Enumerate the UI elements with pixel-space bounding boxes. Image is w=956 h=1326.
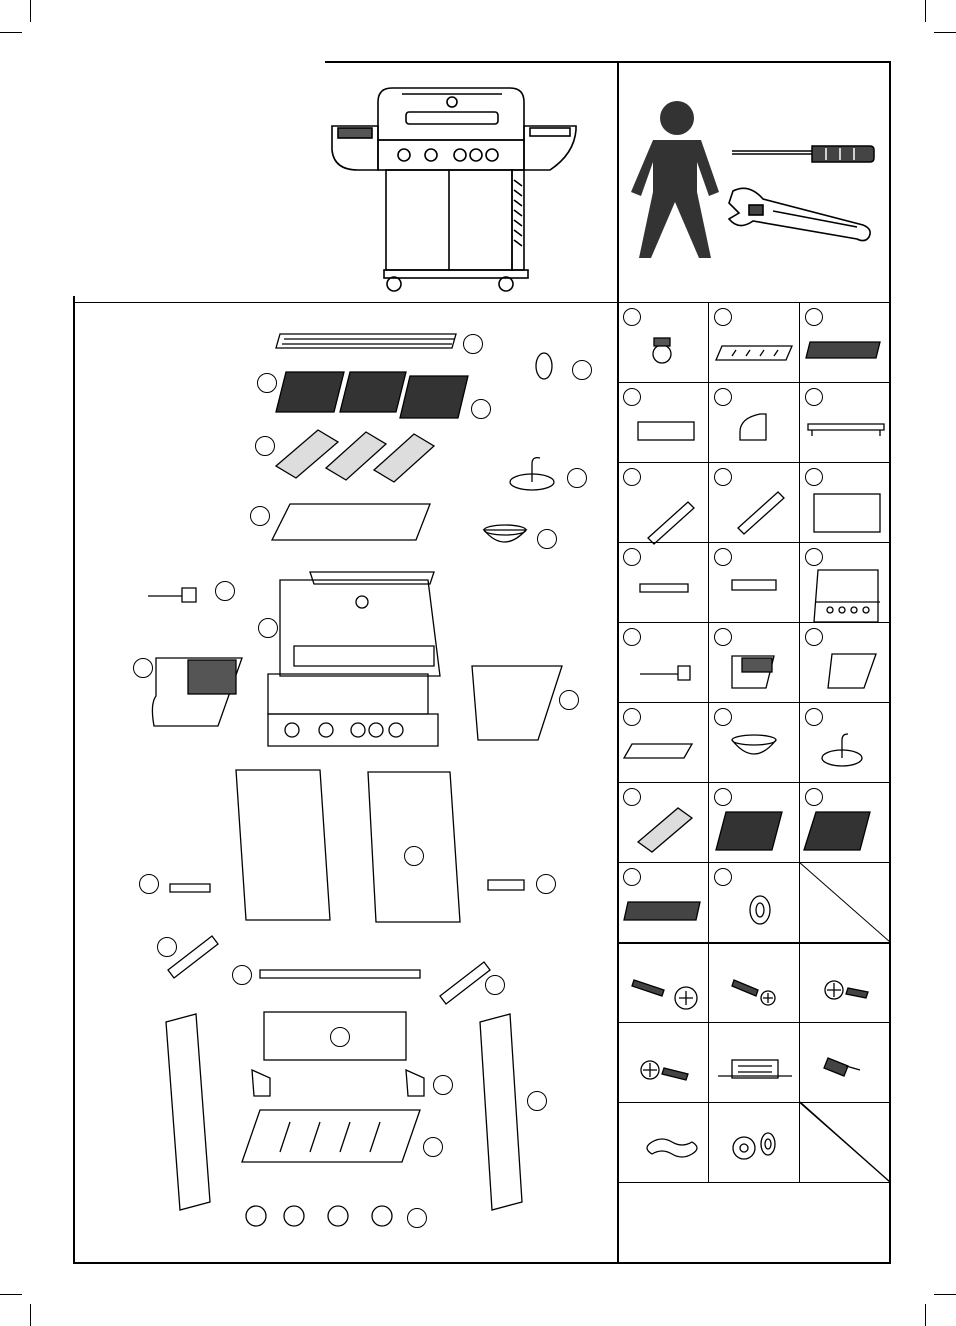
- crop-mark: [0, 32, 22, 33]
- grill-icon: [814, 570, 880, 622]
- door-icon: [814, 494, 880, 532]
- callout: [572, 360, 592, 380]
- callout: [258, 618, 278, 638]
- cross-bar-icon: [260, 970, 420, 978]
- wrench-icon: [725, 185, 875, 245]
- callout: [407, 1208, 427, 1228]
- bracket-icon: [640, 584, 688, 592]
- callout: [567, 468, 587, 488]
- bracket-icon: [732, 580, 776, 590]
- callout: [157, 937, 177, 957]
- bracket-icon: [488, 880, 524, 890]
- bracket-icon: [740, 414, 766, 440]
- crop-mark: [30, 0, 31, 22]
- caster-wheel-icon: [653, 338, 671, 363]
- crop-mark: [0, 1294, 22, 1295]
- callout: [330, 1027, 350, 1047]
- callout: [536, 874, 556, 894]
- screw-icon: [825, 981, 868, 999]
- callout: [139, 874, 159, 894]
- screw-icon: [641, 1061, 688, 1080]
- callout: [527, 1091, 547, 1111]
- warming-rack-icon: [806, 342, 880, 358]
- regulator-icon: [640, 666, 690, 680]
- flame-tamer-icon: [276, 430, 434, 482]
- person-icon: [635, 100, 720, 262]
- door-icon: [236, 770, 330, 920]
- callout: [463, 334, 483, 354]
- hook-icon: [822, 734, 862, 766]
- screw-icon: [732, 980, 775, 1005]
- callout: [232, 965, 252, 985]
- crop-mark: [934, 1294, 956, 1295]
- warming-rack-icon: [276, 334, 456, 348]
- clip-icon: [647, 1139, 697, 1157]
- cooking-grid-icon: [276, 372, 468, 418]
- screwdriver-icon: [730, 140, 875, 170]
- washer-icon: [733, 1133, 775, 1159]
- magnet-icon: [718, 1060, 792, 1078]
- callout: [485, 975, 505, 995]
- callout: [433, 1075, 453, 1095]
- grease-tray-icon: [716, 346, 792, 360]
- grease-tray-icon: [272, 504, 430, 540]
- callout: [215, 581, 235, 601]
- side-shelf-icon: [638, 422, 694, 440]
- outer-frame-left: [73, 296, 75, 1264]
- bowl-icon: [732, 735, 776, 754]
- regulator-icon: [148, 588, 196, 602]
- bracket-icon: [170, 884, 210, 892]
- callout: [559, 690, 579, 710]
- callout: [537, 529, 557, 549]
- bowl-icon: [484, 530, 526, 542]
- cooking-grid-icon: [804, 812, 870, 850]
- callout: [404, 846, 424, 866]
- flame-tamer-icon: [638, 808, 692, 852]
- header-rule: [325, 61, 891, 63]
- side-shelf-icon: [828, 654, 876, 688]
- cooking-grid-icon: [716, 812, 782, 850]
- crop-mark: [925, 0, 926, 22]
- cross-bar-icon: [808, 424, 884, 436]
- callout: [255, 436, 275, 456]
- callout: [133, 658, 153, 678]
- callout: [423, 1137, 443, 1157]
- crop-mark: [934, 32, 956, 33]
- warming-rack-icon: [624, 902, 700, 920]
- callout: [257, 373, 277, 393]
- grill-icon: [268, 572, 440, 746]
- grill-icon: [330, 80, 580, 295]
- crop-mark: [925, 1304, 926, 1326]
- bolt-icon: [632, 980, 697, 1009]
- side-shelf-icon: [472, 666, 562, 740]
- callout: [250, 506, 270, 526]
- grease-tray-icon: [624, 744, 692, 758]
- crop-mark: [30, 1304, 31, 1326]
- caster-wheel-icon: [246, 1206, 392, 1226]
- hardware-icons: [618, 942, 890, 1182]
- nut-icon: [824, 1058, 860, 1076]
- callout: [471, 399, 491, 419]
